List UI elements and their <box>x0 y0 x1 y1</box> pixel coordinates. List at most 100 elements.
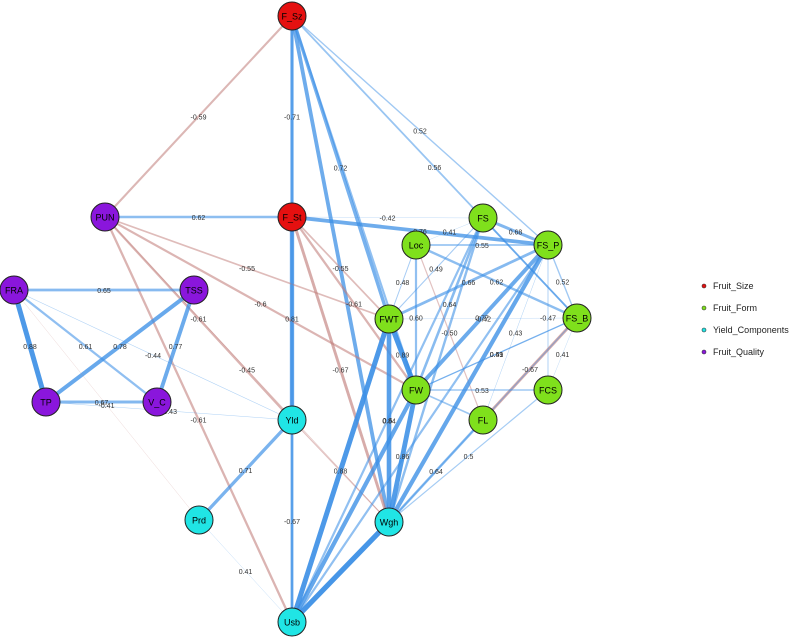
edge-loc-fs-b <box>414 243 579 320</box>
edge-weight-label: 0.72 <box>334 166 348 173</box>
edge-weight-label: 0.88 <box>23 344 37 351</box>
edge-fs-p-fl <box>482 244 549 421</box>
node-label: FS <box>477 214 489 224</box>
node-circle <box>533 375 563 405</box>
edge-fw-wgh <box>386 387 419 525</box>
edge-weight-label: 0.84 <box>382 419 396 426</box>
node-circle <box>31 387 61 417</box>
edge-weight-label: 0.6 <box>383 418 393 425</box>
node-v-c[interactable]: V_C <box>142 387 172 417</box>
edge-weight-label: -0.41 <box>99 403 115 410</box>
node-tss[interactable]: TSS <box>179 275 209 305</box>
node-circle <box>374 507 404 537</box>
edge-fra-yld <box>13 289 293 421</box>
edge-weight-label: 0.89 <box>396 353 410 360</box>
node-circle <box>184 505 214 535</box>
edge-weight-label: -0.67 <box>333 368 349 375</box>
node-circle <box>179 275 209 305</box>
edge-weight-label: 0.52 <box>556 280 570 287</box>
edge-fcs-wgh <box>388 389 549 523</box>
edge-weight-label: 0.43 <box>509 331 523 338</box>
edge-weight-label: -0.61 <box>191 418 207 425</box>
node-circle <box>468 203 498 233</box>
edge-weight-label: 0.78 <box>113 344 127 351</box>
edge-f-st-fw <box>290 215 418 392</box>
node-circle <box>374 304 404 334</box>
node-circle <box>277 1 307 31</box>
legend: Fruit_SizeFruit_FormYield_ComponentsFrui… <box>701 281 789 357</box>
node-label: TSS <box>185 286 203 296</box>
node-fs-b[interactable]: FS_B <box>562 303 592 333</box>
edge-weight-label: 0.48 <box>396 280 410 287</box>
edge-weight-label: 0.68 <box>509 230 523 237</box>
node-circle <box>277 607 307 637</box>
edge-fs-p-wgh <box>386 242 551 525</box>
edge-f-st-fs <box>291 216 484 219</box>
edge-fra-v-c <box>12 288 159 404</box>
node-pun[interactable]: PUN <box>90 202 120 232</box>
edge-fs-usb <box>290 216 485 624</box>
node-label: Loc <box>409 241 424 251</box>
node-label: FS_B <box>566 314 589 324</box>
edge-weight-label: 0.71 <box>239 468 253 475</box>
node-circle <box>277 202 307 232</box>
node-label: TP <box>40 398 52 408</box>
edge-f-st-fwt <box>291 216 390 320</box>
edge-weight-label: -0.59 <box>191 115 207 122</box>
edge-fs-fw <box>414 216 485 392</box>
edge-weight-label: -0.42 <box>475 317 491 324</box>
node-f-sz[interactable]: F_Sz <box>277 1 307 31</box>
edge-fwt-fs-b <box>388 317 578 320</box>
edge-fs-p-fwt <box>387 243 550 321</box>
edge-weight-label: 0.81 <box>285 317 299 324</box>
node-circle <box>562 303 592 333</box>
legend-label: Fruit_Form <box>713 303 757 313</box>
node-usb[interactable]: Usb <box>277 607 307 637</box>
edge-fwt-usb <box>289 316 392 625</box>
node-yld[interactable]: Yld <box>277 405 307 435</box>
edge-weight-label: 0.67 <box>95 400 109 407</box>
node-circle <box>468 405 498 435</box>
node-loc[interactable]: Loc <box>401 230 431 260</box>
node-tp[interactable]: TP <box>31 387 61 417</box>
legend-label: Fruit_Size <box>713 281 754 291</box>
edge-wgh-usb <box>289 519 392 625</box>
node-label: V_C <box>148 398 166 408</box>
node-fw[interactable]: FW <box>401 375 431 405</box>
legend-label: Fruit_Quality <box>713 347 765 357</box>
edge-weight-label: 0.60 <box>409 316 423 323</box>
edge-f-st-fs-p <box>290 215 550 247</box>
edge-weight-label: -0.61 <box>191 317 207 324</box>
edge-weight-label: -0.50 <box>442 331 458 338</box>
edge-pun-yld <box>103 215 294 422</box>
edge-weight-label: -0.61 <box>346 302 362 309</box>
edge-weight-label: -0.67 <box>522 367 538 374</box>
edge-fs-fs-b <box>482 217 578 319</box>
edge-weight-label: 0.41 <box>443 230 457 237</box>
node-f-st[interactable]: F_St <box>277 202 307 232</box>
edge-weight-label: 0.41 <box>556 352 570 359</box>
edge-tss-tp <box>44 288 196 404</box>
node-fwt[interactable]: FWT <box>374 304 404 334</box>
edge-weight-label: 0.49 <box>429 267 443 274</box>
node-label: FS_P <box>537 241 560 251</box>
edge-weight-label: 0.5 <box>464 454 474 461</box>
edge-weight-label: 0.53 <box>475 388 489 395</box>
edge-weight-label: 0.77 <box>475 316 489 323</box>
node-fs[interactable]: FS <box>468 203 498 233</box>
node-label: F_Sz <box>281 12 303 22</box>
edge-weight-label: -0.6 <box>254 302 266 309</box>
edge-fs-p-usb <box>290 243 550 624</box>
node-wgh[interactable]: Wgh <box>374 507 404 537</box>
node-fl[interactable]: FL <box>468 405 498 435</box>
edge-weight-label: 0.77 <box>169 344 183 351</box>
edge-weight-label: 0.62 <box>192 215 206 222</box>
node-label: PUN <box>95 213 114 223</box>
node-circle <box>401 375 431 405</box>
node-prd[interactable]: Prd <box>184 505 214 535</box>
node-fs-p[interactable]: FS_P <box>533 230 563 260</box>
edge-fl-wgh <box>387 418 485 524</box>
node-fra[interactable]: FRA <box>0 275 29 305</box>
edge-weight-label: 0.86 <box>396 454 410 461</box>
node-fcs[interactable]: FCS <box>533 375 563 405</box>
